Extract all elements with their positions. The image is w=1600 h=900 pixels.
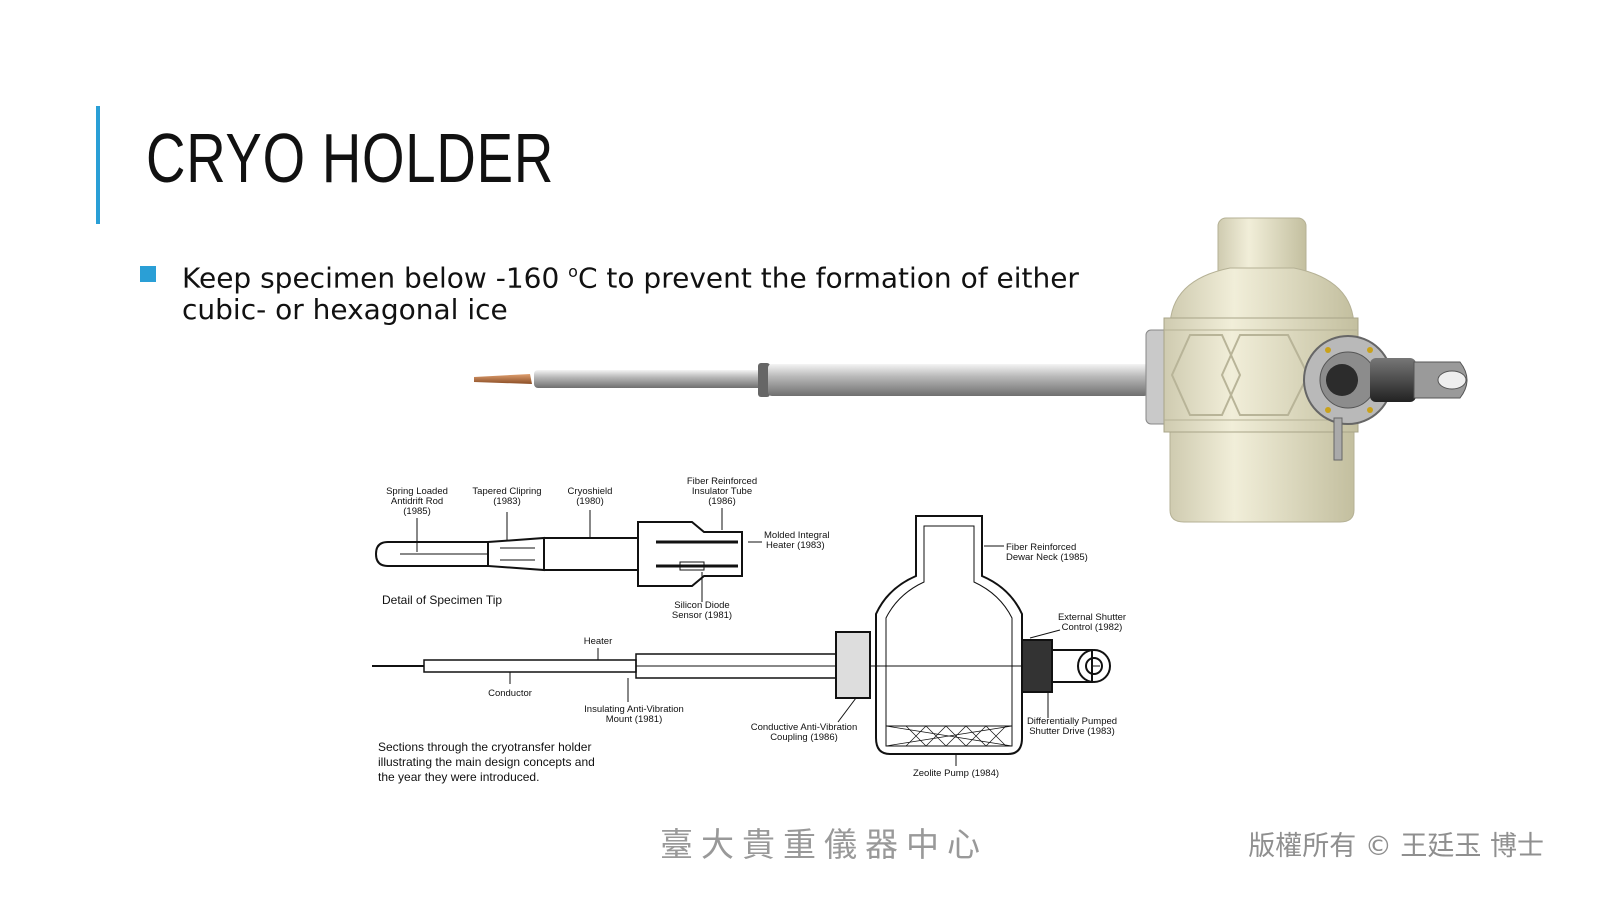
footer-institution: 臺大貴重儀器中心 bbox=[660, 825, 988, 864]
diagram-caption-line-1: Sections through the cryotransfer holder bbox=[378, 740, 591, 754]
label-spring-line-2: Antidrift Rod bbox=[391, 496, 443, 507]
label-diode-sensor-line-1: Silicon Diode bbox=[674, 600, 729, 611]
diagram-caption-line-2: illustrating the main design concepts an… bbox=[378, 755, 595, 769]
holder-tip bbox=[474, 374, 532, 384]
title-accent-bar bbox=[96, 106, 100, 224]
label-clipring-line-1: Tapered Clipring bbox=[472, 486, 541, 497]
specimen-tip-detail-drawing bbox=[374, 521, 743, 587]
label-pumped-shutter-line-2: Shutter Drive (1983) bbox=[1029, 726, 1115, 737]
bullet-square-icon bbox=[140, 266, 156, 282]
label-diode-sensor-line-2: Sensor (1981) bbox=[672, 610, 732, 621]
dewar-body bbox=[1145, 217, 1359, 523]
label-conductor: Conductor bbox=[488, 688, 532, 699]
label-external-shutter-line-1: External Shutter bbox=[1058, 612, 1126, 623]
label-external-shutter-line-2: Control (1982) bbox=[1062, 622, 1123, 633]
label-spring-line-1: Spring Loaded bbox=[386, 486, 448, 497]
diagram-caption-line-3: the year they were introduced. bbox=[378, 770, 539, 784]
holder-rod bbox=[534, 363, 1148, 397]
label-insulator-tube-line-1: Fiber Reinforced bbox=[687, 476, 757, 487]
label-heater: Heater bbox=[584, 636, 613, 647]
label-spring-line-3: (1985) bbox=[403, 506, 430, 517]
label-anti-vibration-coupling-line-1: Conductive Anti-Vibration bbox=[751, 722, 858, 733]
bullet-text: Keep specimen below -160 oC to prevent t… bbox=[182, 256, 1142, 326]
bullet-text-part-1: Keep specimen below -160 bbox=[182, 261, 569, 295]
bullet-text-part-2: C to prevent the formation of either cub… bbox=[182, 261, 1079, 327]
label-integral-heater-line-2: Heater (1983) bbox=[766, 540, 825, 551]
label-dewar-neck-line-1: Fiber Reinforced bbox=[1006, 542, 1076, 553]
label-cryoshield-line-1: Cryoshield bbox=[568, 486, 613, 497]
label-insulator-tube-line-2: Insulator Tube bbox=[692, 486, 752, 497]
label-zeolite-pump: Zeolite Pump (1984) bbox=[913, 768, 999, 779]
label-detail-specimen-tip: Detail of Specimen Tip bbox=[382, 593, 502, 607]
label-cryoshield-line-2: (1980) bbox=[576, 496, 603, 507]
cryo-holder-photo bbox=[474, 217, 1468, 523]
label-anti-vibration-coupling-line-2: Coupling (1986) bbox=[770, 732, 838, 743]
label-dewar-neck-line-2: Dewar Neck (1985) bbox=[1006, 552, 1088, 563]
label-insulator-tube-line-3: (1986) bbox=[708, 496, 735, 507]
footer-copyright: 版權所有 © 王廷玉 博士 bbox=[1248, 831, 1544, 862]
slide-title: CRYO HOLDER bbox=[146, 119, 555, 197]
holder-section-drawing bbox=[372, 515, 1111, 755]
label-pumped-shutter-line-1: Differentially Pumped bbox=[1027, 716, 1117, 727]
label-anti-vibration-mount-line-2: Mount (1981) bbox=[606, 714, 663, 725]
label-anti-vibration-mount-line-1: Insulating Anti-Vibration bbox=[584, 704, 684, 715]
tip-leader-lines bbox=[416, 508, 762, 602]
cryo-holder-cross-section-diagram: Spring Loaded Antidrift Rod (1985) Taper… bbox=[372, 476, 1126, 784]
label-integral-heater-line-1: Molded Integral bbox=[764, 530, 829, 541]
degree-superscript: o bbox=[568, 262, 578, 281]
shutter-control bbox=[1303, 335, 1468, 461]
section-leader-lines bbox=[509, 545, 1061, 766]
label-clipring-line-2: (1983) bbox=[493, 496, 520, 507]
